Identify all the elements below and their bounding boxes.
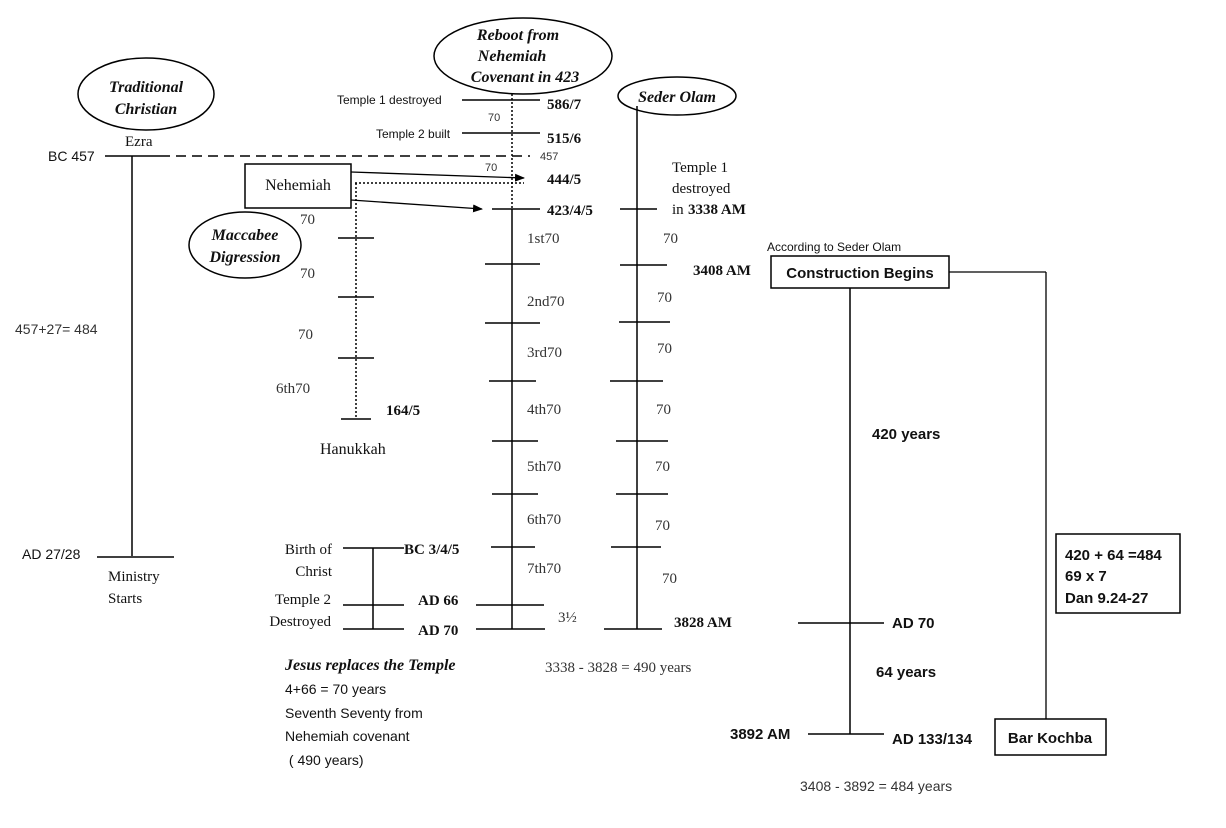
birth-of-christ-line2: Christ	[295, 564, 333, 580]
am3892-label: 3892 AM	[730, 726, 790, 743]
oval-reboot-line1: Reboot from	[476, 27, 559, 44]
ezra-label: Ezra	[125, 134, 153, 150]
maccabee-70-3: 70	[298, 327, 313, 343]
seder-70-4: 70	[656, 402, 671, 418]
note-line-2: Seventh Seventy from	[285, 705, 423, 721]
seder-70-3: 70	[657, 341, 672, 357]
nehemiah-group: Nehemiah	[244, 163, 525, 213]
center-4th70: 4th70	[527, 402, 561, 418]
sum-484-label: 457+27= 484	[15, 321, 98, 337]
oval-reboot: Reboot from Nehemiah Covenant in 423	[433, 17, 613, 95]
temple2-destroyed-line2: Destroyed	[269, 614, 331, 630]
mark-457: 457	[540, 151, 558, 163]
temple2-destroyed-line1: Temple 2	[275, 592, 331, 608]
summary-line3: Dan 9.24-27	[1065, 590, 1148, 607]
seder-70-6: 70	[655, 518, 670, 534]
maccabee-timeline: 70 70 70 6th70 164/5 Hanukkah	[276, 183, 420, 458]
date-515: 515/6	[547, 131, 582, 147]
summary-line1: 420 + 64 =484	[1065, 547, 1162, 564]
construction-begins-label: Construction Begins	[786, 265, 934, 282]
seder-span-label: 3338 - 3828 = 490 years	[545, 660, 692, 676]
ad70-right-label: AD 70	[892, 615, 935, 632]
seder-70-1: 70	[663, 231, 678, 247]
note-line-3: Nehemiah covenant	[285, 728, 410, 744]
oval-maccabee-line2: Digression	[208, 249, 280, 266]
jesus-replaces-notes: Jesus replaces the Temple 4+66 = 70 year…	[284, 657, 456, 768]
ad133-label: AD 133/134	[892, 731, 973, 748]
seder-timeline: Temple 1 destroyed in 3338 AM 70 70 70 7…	[545, 106, 751, 676]
date-586: 586/7	[547, 97, 582, 113]
center-5th70: 5th70	[527, 459, 561, 475]
center-timeline: Temple 1 destroyed Temple 2 built 70 70 …	[269, 93, 593, 639]
gap-70-b: 70	[485, 162, 497, 174]
seder-temple1-line3: in	[672, 202, 684, 218]
center-1st70: 1st70	[527, 231, 560, 247]
right-span-label: 3408 - 3892 = 484 years	[800, 778, 952, 794]
oval-traditional-line1: Traditional	[109, 79, 184, 96]
center-7th70: 7th70	[527, 561, 561, 577]
oval-seder-olam: Seder Olam	[617, 76, 737, 116]
oval-reboot-line3: Covenant in 423	[471, 69, 579, 86]
note-line-1: 4+66 = 70 years	[285, 681, 386, 697]
hanukkah-label: Hanukkah	[320, 441, 386, 458]
ad70-center-label: AD 70	[418, 623, 458, 639]
oval-seder-label: Seder Olam	[638, 89, 716, 106]
three-and-half: 3½	[558, 610, 577, 626]
center-2nd70: 2nd70	[527, 294, 565, 310]
bar-kochba-label: Bar Kochba	[1008, 730, 1093, 747]
summary-line2: 69 x 7	[1065, 568, 1107, 585]
note-line-4: ( 490 years)	[285, 752, 364, 768]
according-label: According to Seder Olam	[767, 240, 901, 254]
seder-temple1-line1: Temple 1	[672, 160, 728, 176]
ad66-label: AD 66	[418, 593, 459, 609]
oval-reboot-line2: Nehemiah	[477, 48, 547, 65]
date-444: 444/5	[547, 172, 581, 188]
jesus-replaces-title: Jesus replaces the Temple	[284, 657, 456, 674]
ministry-line1: Ministry	[108, 569, 160, 585]
ad2728-label: AD 27/28	[22, 546, 81, 562]
date-423: 423/4/5	[547, 203, 593, 219]
oval-traditional-christian: Traditional Christian	[77, 57, 215, 131]
maccabee-70-2: 70	[300, 266, 315, 282]
birth-of-christ-line1: Birth of	[285, 542, 332, 558]
center-3rd70: 3rd70	[527, 345, 562, 361]
am3828-label: 3828 AM	[674, 615, 732, 631]
birth-date-label: BC 3/4/5	[404, 542, 459, 558]
oval-maccabee-line1: Maccabee	[211, 227, 279, 244]
seder-70-5: 70	[655, 459, 670, 475]
oval-traditional-line2: Christian	[115, 101, 177, 118]
ministry-line2: Starts	[108, 591, 142, 607]
gap-70-a: 70	[488, 112, 500, 124]
temple1-destroyed-label: Temple 1 destroyed	[337, 93, 442, 107]
center-6th70: 6th70	[527, 512, 561, 528]
maccabee-6th70: 6th70	[276, 381, 310, 397]
nehemiah-label: Nehemiah	[265, 177, 331, 194]
right-timeline: According to Seder Olam Construction Beg…	[730, 240, 1181, 794]
seder-70-7: 70	[662, 571, 677, 587]
years420-label: 420 years	[872, 426, 940, 443]
am3338-label: 3338 AM	[688, 202, 746, 218]
seder-70-2: 70	[657, 290, 672, 306]
bc457-label: BC 457	[48, 148, 95, 164]
temple2-built-label: Temple 2 built	[376, 127, 451, 141]
seder-temple1-line2: destroyed	[672, 181, 731, 197]
traditional-timeline: Ezra BC 457 457+27= 484 AD 27/28 Ministr…	[15, 134, 530, 607]
am3408-label: 3408 AM	[693, 263, 751, 279]
years64-label: 64 years	[876, 664, 936, 681]
oval-maccabee: Maccabee Digression	[188, 211, 302, 279]
maccabee-164-label: 164/5	[386, 403, 420, 419]
maccabee-70-1: 70	[300, 212, 315, 228]
